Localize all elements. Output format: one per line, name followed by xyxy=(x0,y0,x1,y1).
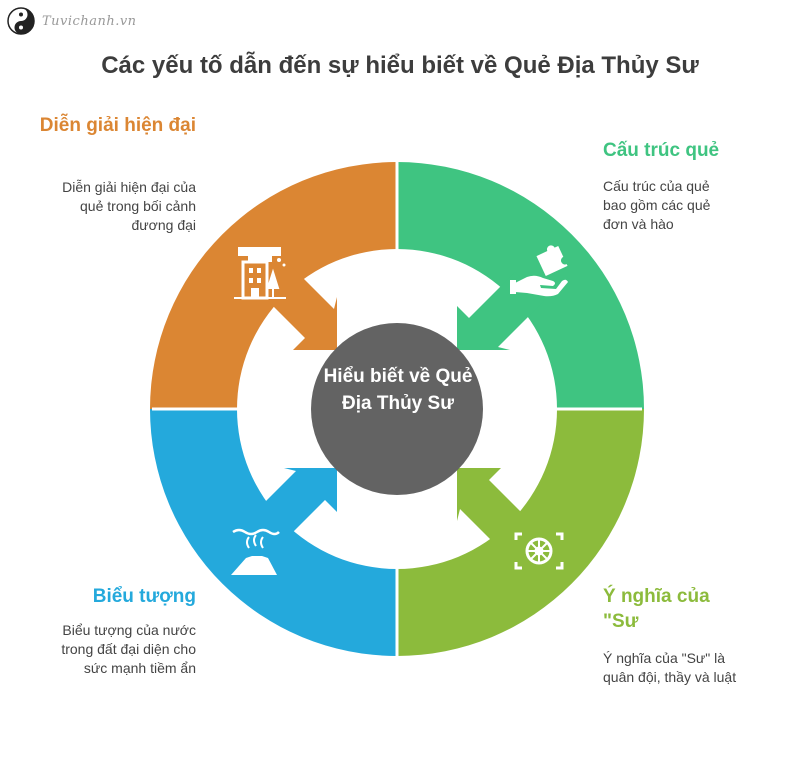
segment-dividers xyxy=(152,160,642,658)
center-label: Hiểu biết về Quẻ Địa Thủy Sư xyxy=(323,366,473,414)
desc-modern: Diễn giải hiện đại của quẻ trong bối cản… xyxy=(62,179,196,233)
hand-puzzle-icon xyxy=(510,245,568,297)
desc-structure: Cấu trúc của quẻ bao gồm các quẻ đơn và … xyxy=(603,178,711,232)
center-circle xyxy=(311,323,483,495)
page-title: Các yếu tố dẫn đến sự hiểu biết về Quẻ Đ… xyxy=(101,52,699,79)
arrow-symbol xyxy=(250,468,337,546)
desc-symbol: Biểu tượng của nước trong đất đại diện c… xyxy=(61,622,196,676)
water-earth-icon xyxy=(231,528,280,575)
heading-meaning: Ý nghĩa của "Sư xyxy=(603,586,710,632)
desc-meaning: Ý nghĩa của "Sư" là quân đội, thầy và lu… xyxy=(603,650,737,685)
yin-yang-icon xyxy=(7,7,35,35)
heading-modern: Diễn giải hiện đại xyxy=(39,115,196,136)
heading-structure: Cấu trúc quẻ xyxy=(603,140,720,161)
dharma-wheel-icon xyxy=(514,532,564,570)
logo-text: Tuvichanh.vn xyxy=(42,14,137,29)
arrow-modern xyxy=(259,263,337,350)
heading-symbol: Biểu tượng xyxy=(92,586,196,607)
site-logo[interactable]: Tuvichanh.vn xyxy=(6,4,146,36)
city-building-icon xyxy=(234,247,286,300)
